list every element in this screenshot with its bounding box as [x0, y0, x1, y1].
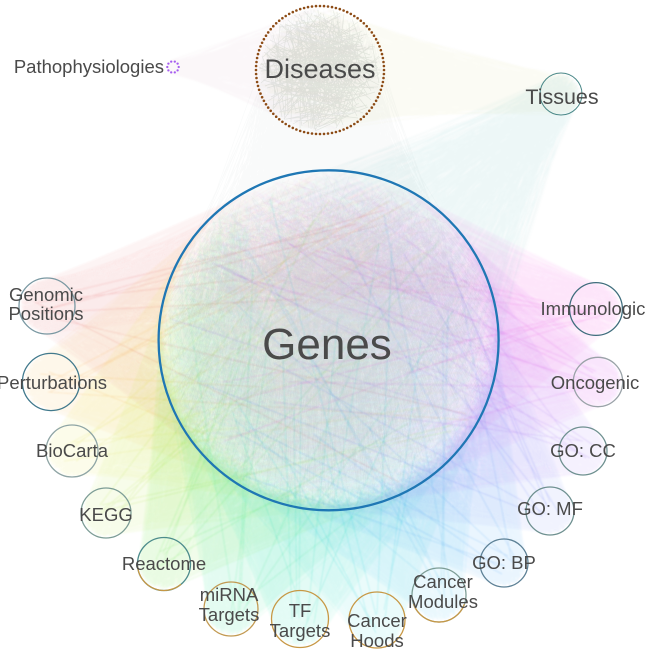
- svg-text:GO: CC: GO: CC: [550, 440, 616, 461]
- svg-text:BioCarta: BioCarta: [36, 440, 109, 461]
- svg-text:Genes: Genes: [262, 320, 392, 369]
- svg-text:Oncogenic: Oncogenic: [551, 372, 639, 393]
- svg-text:Immunologic: Immunologic: [541, 298, 646, 319]
- svg-text:Genomic: Genomic: [9, 284, 83, 305]
- svg-text:Targets: Targets: [270, 620, 331, 641]
- svg-text:Pathophysiologies: Pathophysiologies: [14, 56, 164, 77]
- svg-text:TF: TF: [289, 600, 312, 621]
- svg-text:Cancer: Cancer: [347, 610, 407, 631]
- svg-text:Modules: Modules: [408, 591, 478, 612]
- svg-text:GO: BP: GO: BP: [472, 552, 536, 573]
- svg-text:miRNA: miRNA: [200, 584, 259, 605]
- svg-text:Reactome: Reactome: [122, 553, 206, 574]
- svg-text:Hoods: Hoods: [350, 630, 403, 651]
- svg-text:KEGG: KEGG: [79, 504, 132, 525]
- svg-text:Diseases: Diseases: [264, 54, 375, 84]
- svg-text:Targets: Targets: [199, 604, 260, 625]
- svg-text:Tissues: Tissues: [525, 85, 598, 109]
- svg-text:Cancer: Cancer: [413, 571, 473, 592]
- svg-text:Positions: Positions: [8, 303, 83, 324]
- svg-text:Perturbations: Perturbations: [0, 372, 107, 393]
- svg-text:GO: MF: GO: MF: [517, 498, 583, 519]
